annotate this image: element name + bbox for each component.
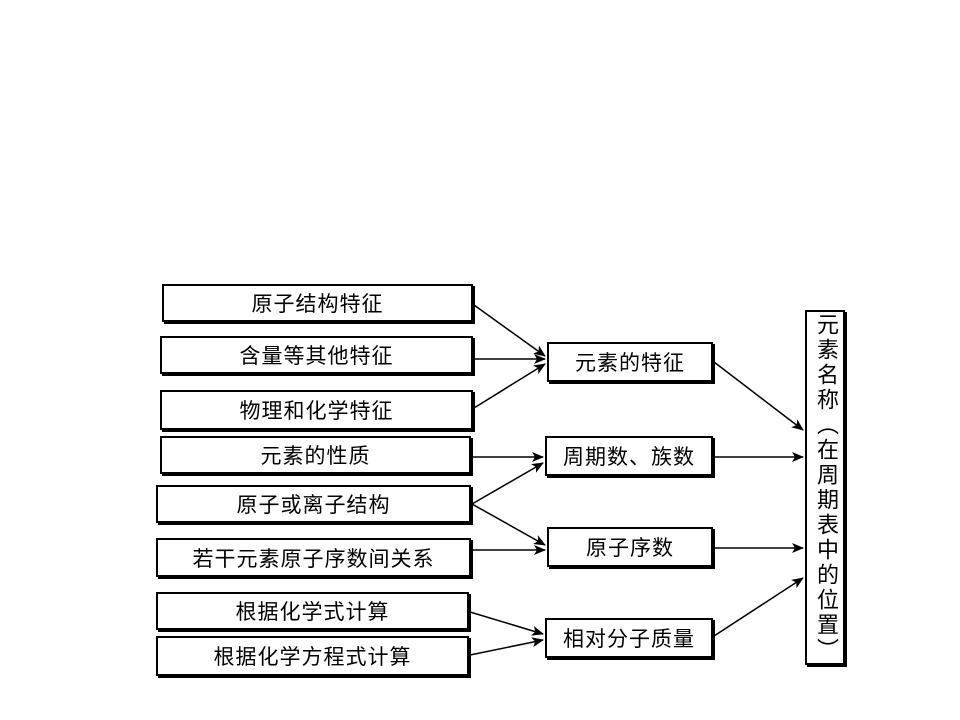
box-element-properties: 元素的性质 bbox=[160, 436, 471, 474]
box-label: 若干元素原子序数间关系 bbox=[192, 546, 435, 571]
box-label: 原子或离子结构 bbox=[236, 493, 391, 517]
box-label: 周期数、族数 bbox=[563, 445, 695, 469]
box-label: 元素的特征 bbox=[575, 351, 685, 375]
box-element-features: 元素的特征 bbox=[547, 342, 713, 382]
box-content-other-features: 含量等其他特征 bbox=[160, 336, 473, 374]
box-label: 根据化学式计算 bbox=[235, 600, 390, 624]
box-label: 原子序数 bbox=[586, 536, 674, 560]
arrow-physical-to-element-features bbox=[473, 363, 546, 409]
box-label: 相对分子质量 bbox=[563, 627, 695, 651]
arrow-structure-to-atomic-number bbox=[471, 503, 546, 546]
box-equation-calculation: 根据化学方程式计算 bbox=[156, 636, 469, 676]
box-label: 物理和化学特征 bbox=[239, 399, 394, 423]
box-atom-ion-structure: 原子或离子结构 bbox=[156, 485, 471, 523]
box-label: 含量等其他特征 bbox=[239, 344, 394, 368]
arrow-formula-to-molecular-mass bbox=[469, 611, 544, 636]
arrow-element-features-to-name bbox=[713, 361, 804, 431]
box-relative-molecular-mass: 相对分子质量 bbox=[545, 618, 713, 658]
box-atomic-number-relations: 若干元素原子序数间关系 bbox=[156, 538, 471, 577]
box-period-group-number: 周期数、族数 bbox=[545, 436, 713, 476]
arrow-equation-to-molecular-mass bbox=[469, 637, 544, 656]
box-label: 元素名称（在周期表中的位置） bbox=[813, 312, 838, 663]
box-physical-chemical-features: 物理和化学特征 bbox=[160, 390, 473, 430]
box-label: 原子结构特征 bbox=[251, 292, 384, 316]
box-label: 根据化学方程式计算 bbox=[213, 645, 412, 669]
box-formula-calculation: 根据化学式计算 bbox=[156, 592, 469, 630]
arrow-molecular-mass-to-name bbox=[713, 577, 804, 637]
box-element-name-position: 元素名称（在周期表中的位置） bbox=[805, 310, 845, 665]
arrow-atomic-structure-to-element-features bbox=[473, 304, 546, 357]
box-label: 元素的性质 bbox=[260, 444, 371, 468]
box-atomic-structure-features: 原子结构特征 bbox=[162, 284, 473, 322]
arrow-structure-to-period-group bbox=[471, 462, 544, 505]
box-atomic-number: 原子序数 bbox=[547, 527, 713, 567]
